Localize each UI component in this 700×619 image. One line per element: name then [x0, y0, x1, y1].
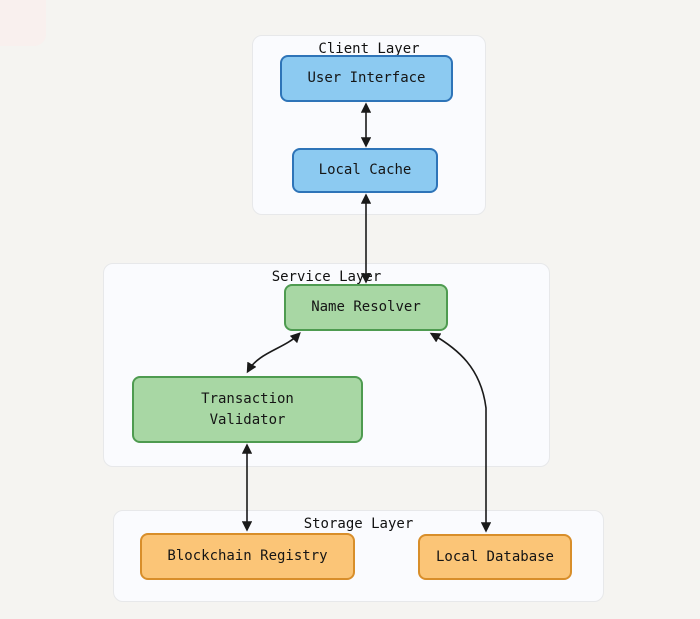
- node-user-interface-label: User Interface: [307, 70, 426, 86]
- node-local-database-label: Local Database: [435, 548, 554, 565]
- node-name-resolver: Name Resolver: [284, 284, 448, 331]
- edge-name-resolver-transaction-validator: [246, 332, 301, 374]
- edge-name-resolver-local-database: [429, 332, 492, 533]
- node-local-cache-label: Local Cache: [318, 162, 412, 178]
- node-blockchain-registry: Blockchain Registry: [140, 533, 355, 580]
- layer-client-label: Client Layer: [318, 41, 420, 57]
- layer-service-label: Service Layer: [271, 269, 382, 285]
- node-local-cache: Local Cache: [292, 148, 438, 193]
- node-transaction-validator-label-line1: Transaction: [201, 390, 294, 407]
- node-transaction-validator-label-line2: Validator: [209, 411, 286, 428]
- node-transaction-validator: Transaction Validator: [132, 376, 363, 443]
- corner-artifact: [0, 0, 46, 46]
- node-user-interface: User Interface: [280, 55, 453, 102]
- node-name-resolver-label: Name Resolver: [311, 299, 421, 315]
- node-local-database: Local Database: [418, 534, 572, 580]
- layer-storage-label: Storage Layer: [303, 516, 414, 532]
- node-blockchain-registry-label: Blockchain Registry: [167, 548, 328, 564]
